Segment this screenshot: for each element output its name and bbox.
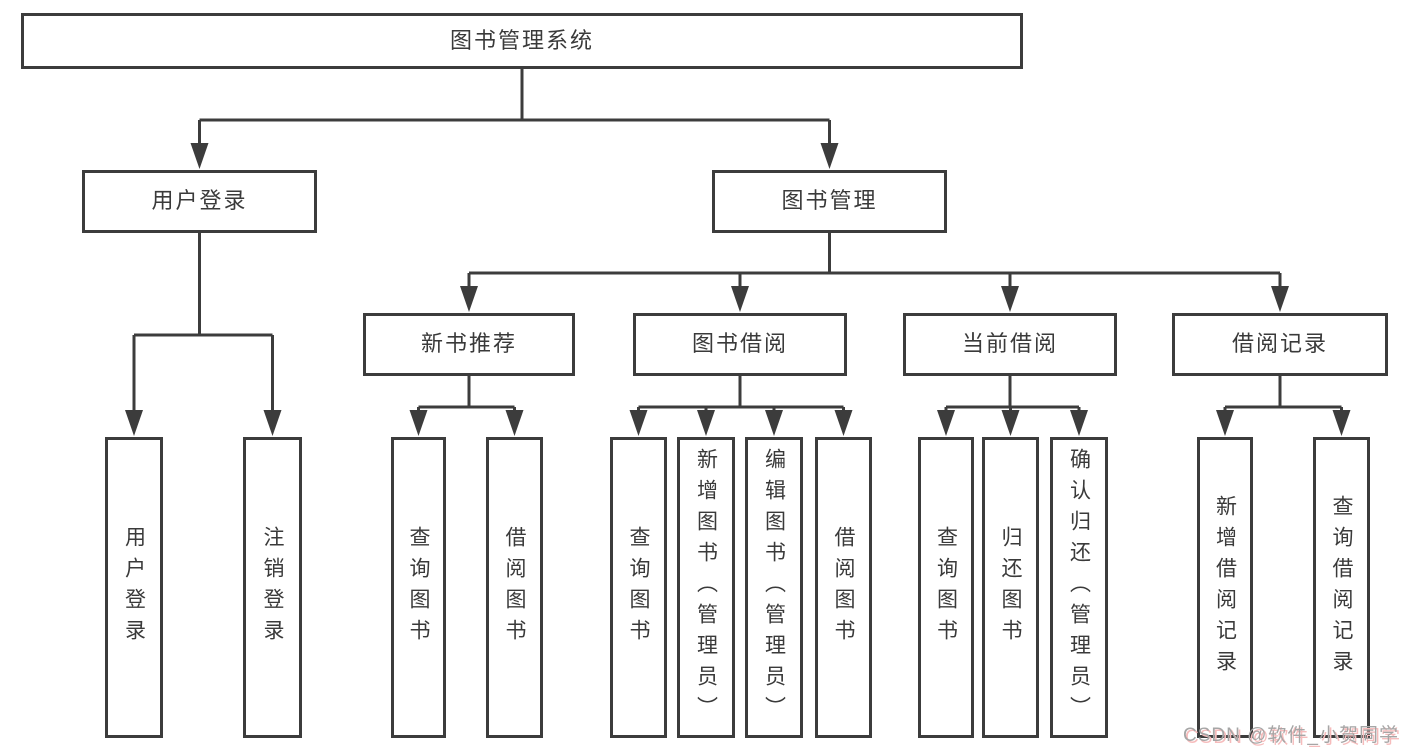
node-leaf-query-book-2: 查询图书	[610, 437, 667, 738]
node-book-borrow: 图书借阅	[633, 313, 847, 376]
node-leaf-borrow-book-1: 借阅图书	[486, 437, 543, 738]
node-root: 图书管理系统	[21, 13, 1023, 69]
node-user-login: 用户登录	[82, 170, 317, 233]
node-borrow-records: 借阅记录	[1172, 313, 1388, 376]
node-leaf-query-borrow-record: 查询借阅记录	[1313, 437, 1370, 738]
node-leaf-query-book-3: 查询图书	[918, 437, 974, 738]
node-leaf-add-book: 新增图书（管理员）	[677, 437, 735, 738]
node-leaf-query-book-1: 查询图书	[391, 437, 446, 738]
node-leaf-return-book: 归还图书	[982, 437, 1039, 738]
node-leaf-edit-book: 编辑图书（管理员）	[745, 437, 803, 738]
node-leaf-confirm-return: 确认归还（管理员）	[1050, 437, 1108, 738]
watermark: CSDN @软件_小贺同学	[1183, 725, 1399, 746]
node-leaf-logout: 注销登录	[243, 437, 302, 738]
node-leaf-borrow-book-2: 借阅图书	[815, 437, 872, 738]
node-leaf-user-login: 用户登录	[105, 437, 163, 738]
node-current-borrow: 当前借阅	[903, 313, 1117, 376]
node-new-book-rec: 新书推荐	[363, 313, 575, 376]
node-book-mgmt: 图书管理	[712, 170, 947, 233]
node-leaf-add-borrow-record: 新增借阅记录	[1197, 437, 1253, 738]
